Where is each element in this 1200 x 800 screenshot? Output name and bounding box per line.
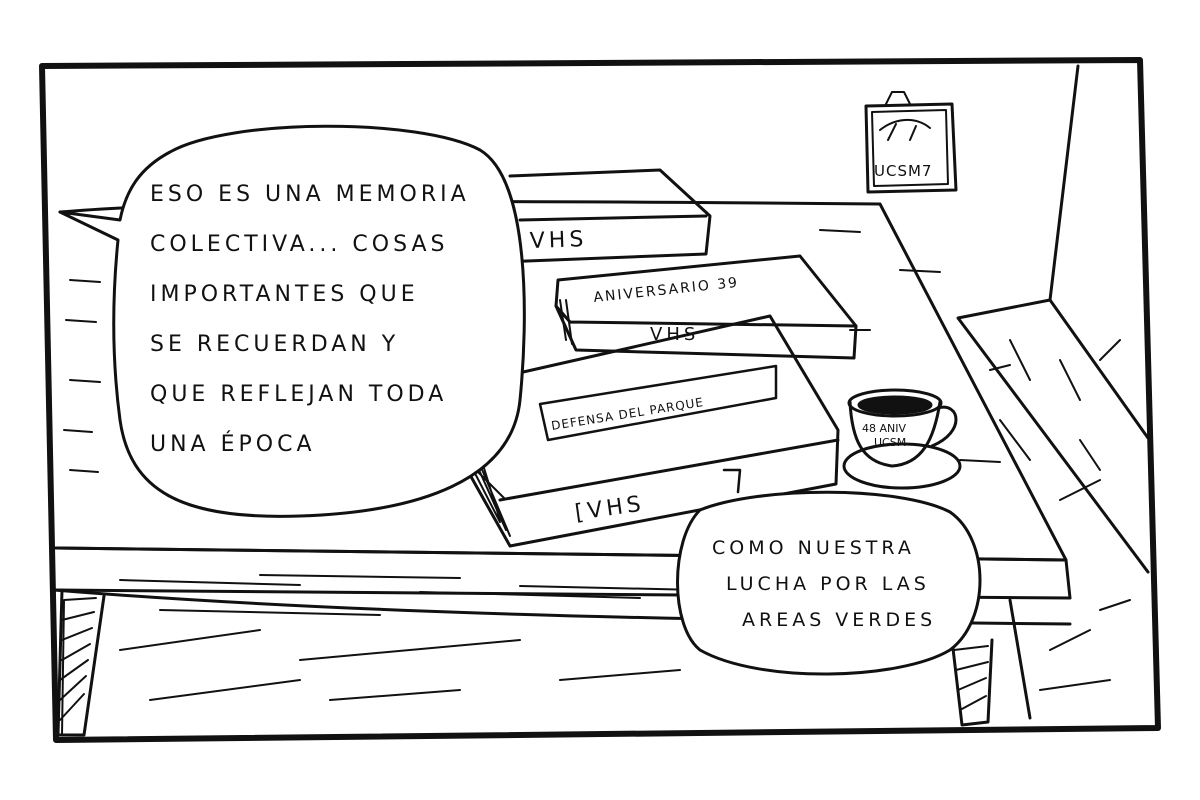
table-front bbox=[52, 546, 1072, 600]
table-leg-right-hatch bbox=[953, 645, 989, 711]
room-corner bbox=[956, 64, 1150, 574]
floor-strokes bbox=[119, 599, 1131, 701]
cup-body bbox=[848, 400, 942, 468]
coffee bbox=[857, 395, 933, 415]
mug-label-line2: UCSM bbox=[874, 436, 906, 449]
speech-bubble-left-text: Eso es una memoria colectiva... cosas im… bbox=[150, 170, 470, 470]
cup-rim bbox=[847, 388, 943, 418]
wall-frame-scribble bbox=[879, 119, 931, 141]
vhs-tape-back bbox=[498, 168, 712, 264]
bubble-line: una época bbox=[150, 432, 316, 457]
speech-bubble-right-text: Como nuestra lucha por las areas verdes bbox=[712, 530, 936, 638]
vhs-tape-front-label-box bbox=[538, 364, 778, 442]
bubble-line: Eso es una memoria bbox=[150, 182, 470, 207]
wall-frame bbox=[864, 102, 958, 194]
bubble-line: que reflejan toda bbox=[150, 382, 448, 407]
vhs-middle-spine-label: VHS bbox=[650, 324, 699, 345]
vhs-tape-middle-spine-hatch bbox=[559, 299, 573, 345]
vhs-tape-middle bbox=[554, 254, 858, 360]
vhs-tape-front-top-edge bbox=[498, 438, 840, 502]
speech-bubble-left bbox=[58, 124, 526, 518]
bubble-line: importantes que bbox=[150, 282, 419, 307]
table-grain bbox=[63, 229, 1001, 616]
vhs-middle-label: ANIVERSARIO 39 bbox=[593, 275, 740, 306]
bubble-line: se recuerdan y bbox=[150, 332, 400, 357]
vhs-front-label: DEFENSA DEL PARQUE bbox=[550, 395, 705, 433]
bubble-line: lucha por las bbox=[726, 573, 930, 595]
floor-lines bbox=[989, 339, 1121, 501]
vhs-tape-front-spine-box bbox=[722, 468, 742, 494]
cup-handle bbox=[930, 405, 958, 448]
wall-frame-hook bbox=[885, 91, 911, 105]
vhs-tape-middle-edge bbox=[554, 304, 858, 328]
saucer bbox=[842, 442, 962, 490]
leg-right-inner bbox=[1008, 598, 1032, 720]
table-leg-right bbox=[950, 638, 994, 727]
bubble-line: Como nuestra bbox=[712, 537, 915, 559]
vhs-back-label: VHS bbox=[529, 227, 587, 254]
wall-frame-border bbox=[871, 109, 949, 187]
wall-frame-label: UCSM7 bbox=[874, 162, 932, 180]
bubble-line: colectiva... cosas bbox=[150, 232, 449, 257]
table-leg-left bbox=[56, 588, 106, 737]
speech-bubble-right bbox=[676, 490, 982, 676]
table-leg-left-hatch bbox=[59, 597, 97, 736]
mug-label-line1: 48 ANIV bbox=[862, 422, 906, 435]
panel-border bbox=[39, 57, 1161, 743]
vhs-tape-front-spine-hatch bbox=[457, 447, 511, 537]
vhs-tape-back-edge bbox=[518, 214, 708, 222]
bubble-line: areas verdes bbox=[742, 609, 937, 631]
